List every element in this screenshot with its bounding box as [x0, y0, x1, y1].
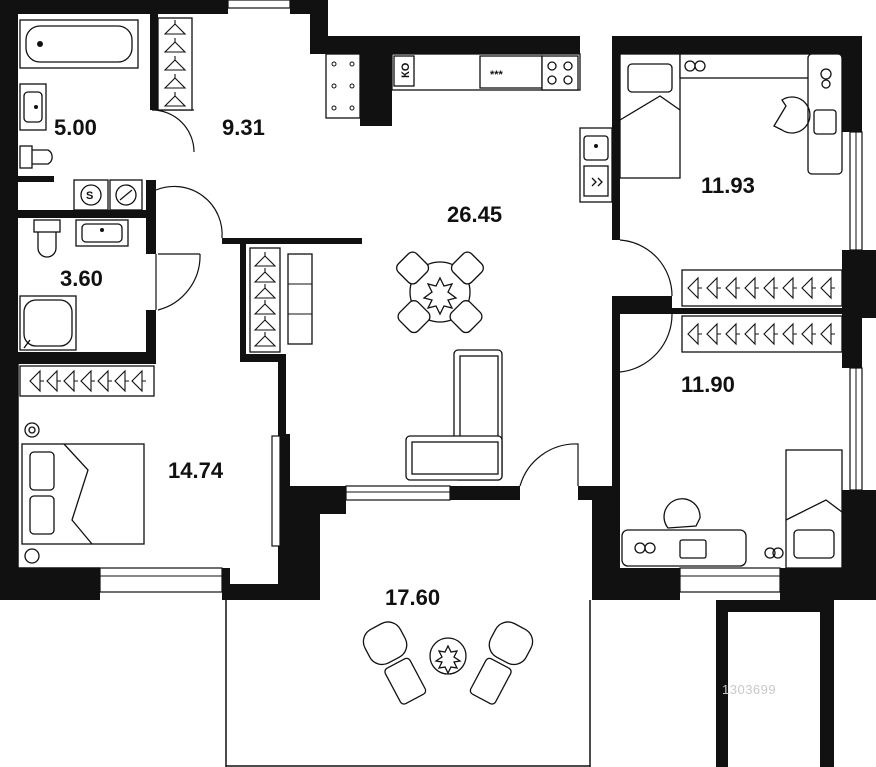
- hanger-icon: [744, 322, 759, 346]
- thin-walls: [17, 364, 591, 767]
- doors: [151, 109, 673, 487]
- wardrobe-top-right: [681, 269, 843, 307]
- hanger-icon: [763, 322, 778, 346]
- hanger-icon: [114, 369, 129, 393]
- hanger-icon: [782, 276, 797, 300]
- bed-left-icon: [21, 422, 145, 564]
- hanger-icon: [97, 369, 112, 393]
- area-terrace: 17.60: [385, 585, 440, 610]
- oven-label: КО: [400, 62, 412, 78]
- hanger-icon: [163, 74, 187, 89]
- area-bedroom-top-right: 11.93: [701, 173, 755, 198]
- hanger-icon: [163, 20, 187, 35]
- toilet-2-icon: [33, 219, 61, 258]
- hanger-icon: [725, 322, 740, 346]
- svg-text:S: S: [86, 190, 93, 202]
- hanger-icon: [253, 332, 277, 347]
- wardrobe-bottom-right: [681, 315, 843, 353]
- bed-top-right-icon: [619, 53, 681, 179]
- area-bathroom-2: 3.60: [60, 266, 103, 291]
- hanger-icon: [801, 276, 816, 300]
- sink-2-icon: [75, 219, 129, 247]
- area-bedroom-bottom-right: 11.90: [681, 372, 735, 397]
- hanger-icon: [253, 300, 277, 315]
- area-bathroom-1: 5.00: [54, 115, 97, 140]
- area-bedroom-left: 14.74: [168, 458, 224, 483]
- hanger-icon: [744, 276, 759, 300]
- terrace-furniture: [362, 621, 534, 705]
- sink-icon: [19, 83, 47, 131]
- area-hallway: 9.31: [222, 115, 265, 140]
- windows: [99, 0, 863, 593]
- area-kitchen-living: 26.45: [447, 202, 502, 227]
- shower-icon: [19, 295, 77, 351]
- hanger-icon: [46, 369, 61, 393]
- hanger-icon: [163, 92, 187, 107]
- hanger-icon: [80, 369, 95, 393]
- hanger-icon: [725, 276, 740, 300]
- living-shelf: [287, 253, 313, 345]
- hanger-icon: [63, 369, 78, 393]
- hanger-icon: [820, 276, 835, 300]
- bathtub-icon: [19, 19, 139, 69]
- cooktop-label: ***: [490, 69, 504, 81]
- hanger-icon: [253, 316, 277, 331]
- hanger-icon: [763, 276, 778, 300]
- hangers: [29, 20, 835, 393]
- hanger-icon: [687, 276, 702, 300]
- hanger-icon: [706, 322, 721, 346]
- hanger-icon: [163, 38, 187, 53]
- hanger-icon: [687, 322, 702, 346]
- washing-machine-icon: S: [73, 179, 143, 211]
- hanger-icon: [163, 56, 187, 71]
- hanger-icon: [253, 252, 277, 267]
- hanger-icon: [706, 276, 721, 300]
- toilet-icon: [19, 145, 53, 169]
- hanger-icon: [801, 322, 816, 346]
- hanger-icon: [253, 284, 277, 299]
- kitchen-counter: КО ***: [325, 53, 613, 203]
- hanger-icon: [782, 322, 797, 346]
- desk-bottom-right-icon: [621, 498, 784, 567]
- desk-top-right-icon: [679, 53, 843, 175]
- bed-bottom-right-icon: [785, 449, 843, 569]
- watermark: 1303699: [722, 682, 776, 697]
- hanger-icon: [820, 322, 835, 346]
- hanger-icon: [29, 369, 44, 393]
- sofa-icon: [405, 349, 503, 481]
- hanger-icon: [253, 268, 277, 283]
- hanger-icon: [131, 369, 146, 393]
- dining-table-icon: [396, 251, 484, 334]
